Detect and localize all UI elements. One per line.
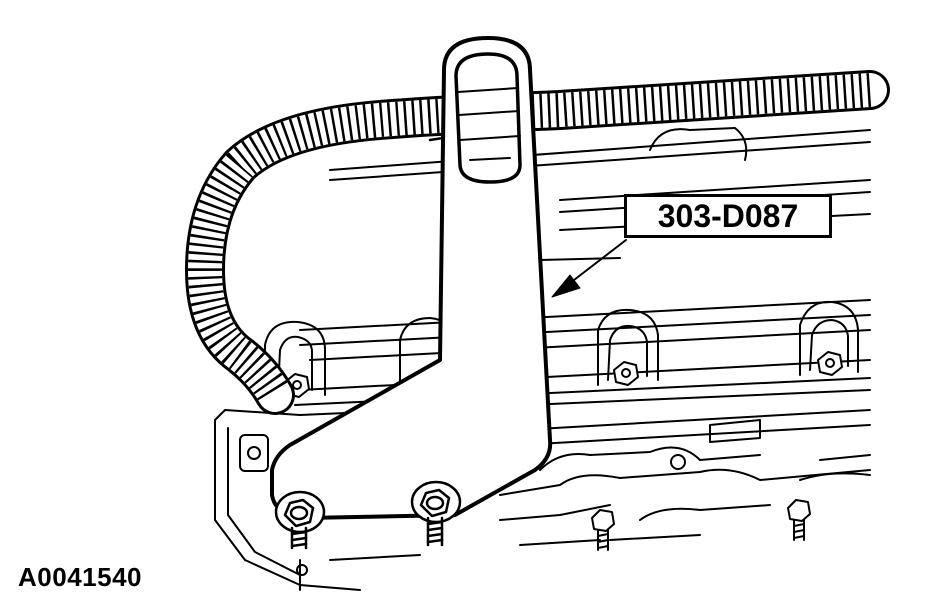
tool-number-text: 303-D087 [657,197,799,234]
stud-1 [591,509,615,551]
figure-id-label: A0041540 [18,562,142,592]
stud-2 [787,499,811,541]
engine-block [214,409,871,591]
spark-plug-tower-3 [597,308,659,386]
callout-arrow [551,239,627,298]
lifting-bracket-tool [270,36,553,520]
bracket-bolt-left [274,490,326,550]
coil-bolt-4 [817,351,843,376]
coil-bolt-3 [613,361,639,386]
bracket-bolt-right [410,480,462,547]
spark-plug-tower-1 [264,320,326,401]
wiring-harness [185,70,890,415]
tool-number-label: 303-D087 [624,194,832,238]
spark-plug-tower-4 [799,300,859,376]
